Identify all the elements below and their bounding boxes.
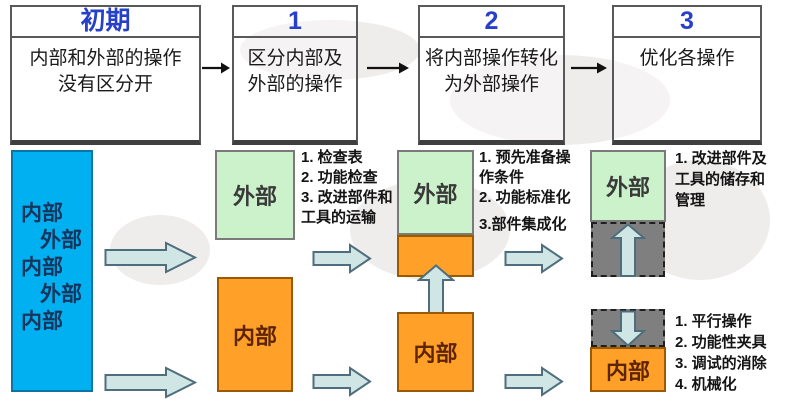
initial-op-internal: 内部	[21, 256, 63, 279]
stage-3-title: 3	[614, 7, 760, 38]
list-item: 3. 调试的消除	[675, 355, 767, 372]
internal-label: 内部	[232, 323, 277, 349]
stage-box-2: 2 将内部操作转化 为外部操作	[418, 5, 565, 145]
convert-up-arrow-icon	[417, 264, 455, 314]
stage-1-description: 区分内部及 外部的操作	[247, 48, 343, 95]
list-item: 4. 机械化	[675, 376, 737, 393]
list-item: 2. 功能检查	[301, 169, 378, 186]
initial-op-external: 外部	[40, 283, 82, 306]
flow-right-arrow-icon	[504, 243, 564, 274]
stage3-internal-improvement-list: 1. 平行操作 2. 功能性夹具 3. 调试的消除 4. 机械化	[675, 311, 795, 395]
list-item: 3. 改进部件和 工具的运输	[301, 189, 393, 226]
list-item: 1. 预先准备操 作条件	[479, 149, 571, 186]
internal-label: 内部	[605, 358, 650, 384]
stage-initial-title: 初期	[12, 7, 199, 38]
stage1-external-box: 外部	[215, 150, 295, 240]
stage-3-description: 优化各操作	[639, 48, 735, 69]
list-item: 1. 改进部件及 工具的储存和 管理	[675, 150, 767, 209]
stage1-internal-box: 内部	[217, 277, 293, 392]
stage-box-3: 3 优化各操作	[612, 5, 762, 145]
initial-op-internal: 内部	[21, 202, 63, 225]
initial-op-external: 外部	[40, 229, 82, 252]
stage-arrow-icon	[367, 62, 409, 74]
stage-box-initial: 初期 内部和外部的操作 没有区分开	[10, 5, 201, 145]
stage3-internal-box: 内部	[590, 347, 666, 392]
list-item: 1. 平行操作	[675, 313, 752, 330]
stage2-external-box: 外部	[397, 150, 474, 235]
stage-arrow-icon	[571, 62, 607, 74]
list-item: 2. 功能标准化	[479, 189, 571, 206]
initial-op-internal: 内部	[21, 310, 63, 333]
external-label: 外部	[413, 181, 458, 207]
flow-right-arrow-icon	[312, 243, 372, 274]
stage-1-title: 1	[234, 7, 356, 38]
stage2-internal-box: 内部	[397, 312, 474, 392]
list-item: 3.部件集成化	[479, 216, 567, 233]
stage-arrow-icon	[202, 62, 230, 74]
external-label: 外部	[232, 184, 277, 209]
stage-2-title: 2	[420, 7, 563, 38]
stage-2-description: 将内部操作转化 为外部操作	[424, 48, 558, 95]
internal-label: 内部	[413, 341, 458, 366]
convert-down-arrow-icon	[610, 310, 646, 347]
external-label: 外部	[605, 175, 650, 200]
stage-initial-description: 内部和外部的操作 没有区分开	[29, 48, 182, 95]
list-item: 2. 功能性夹具	[675, 334, 767, 351]
stage1-improvement-list: 1. 检查表 2. 功能检查 3. 改进部件和 工具的运输	[301, 148, 419, 228]
stage3-external-box: 外部	[590, 150, 666, 222]
stage-box-1: 1 区分内部及 外部的操作	[232, 5, 358, 145]
convert-up-arrow-icon	[610, 223, 646, 277]
flow-right-arrow-icon	[312, 366, 372, 397]
stage2-improvement-list: 1. 预先准备操 作条件 2. 功能标准化 3.部件集成化	[479, 148, 581, 235]
stage3-external-improvement-list: 1. 改进部件及 工具的储存和 管理	[675, 148, 790, 211]
list-item: 1. 检查表	[301, 149, 363, 166]
flow-right-arrow-icon	[104, 366, 197, 399]
flow-right-arrow-icon	[504, 366, 564, 397]
flow-right-arrow-icon	[104, 241, 197, 274]
initial-mixed-operations-box: 内部 外部 内部 外部 内部	[11, 150, 93, 392]
